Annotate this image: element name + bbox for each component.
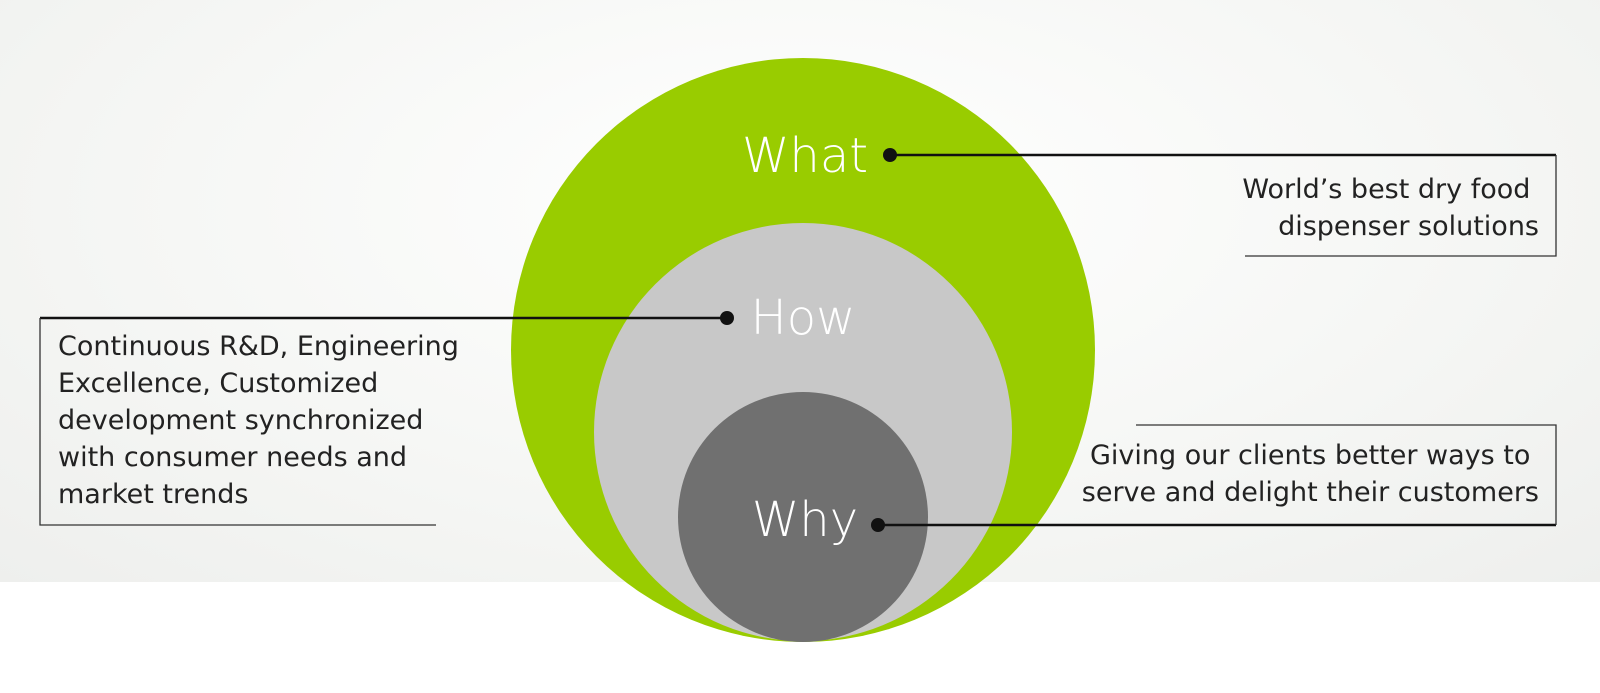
how-callout-line: market trends <box>58 479 248 510</box>
why-callout-line: Giving our clients better ways to <box>1090 440 1530 471</box>
why-callout: Giving our clients better ways to serve … <box>1082 440 1539 508</box>
what-label: What <box>742 128 868 184</box>
how-callout-line: Continuous R&D, Engineering <box>58 331 459 362</box>
why-label: Why <box>752 492 858 548</box>
how-callout: Continuous R&D, Engineering Excellence, … <box>58 331 467 510</box>
why-ring <box>678 392 928 642</box>
how-connector <box>39 311 734 526</box>
why-connector <box>871 424 1557 532</box>
what-callout-line: dispenser solutions <box>1278 211 1539 242</box>
what-callout: World’s best dry food dispenser solution… <box>1242 174 1539 242</box>
why-callout-line: serve and delight their customers <box>1082 477 1539 508</box>
how-callout-line: Excellence, Customized <box>58 368 378 399</box>
how-label: How <box>751 290 856 346</box>
how-callout-line: with consumer needs and <box>58 442 407 473</box>
what-connector <box>883 148 1557 257</box>
how-callout-line: development synchronized <box>58 405 423 436</box>
what-callout-line: World’s best dry food <box>1242 174 1530 205</box>
